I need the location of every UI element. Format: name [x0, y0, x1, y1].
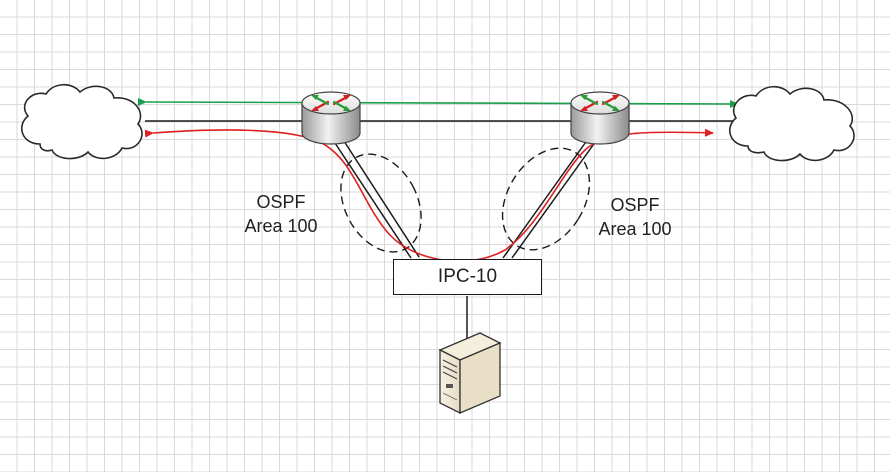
cloud-icon [20, 83, 143, 160]
router-icon [570, 91, 630, 145]
cloud-icon [728, 85, 855, 162]
ospf-area-right-ellipse [501, 147, 591, 251]
ospf-area-label-left: OSPF Area 100 [226, 190, 336, 238]
router-icon [301, 91, 361, 145]
ospf-area-left-ellipse [340, 153, 422, 253]
green-path-arrow [137, 97, 739, 108]
red-path-arrow [144, 128, 714, 262]
server-icon [438, 332, 502, 415]
area-name-text: Area 100 [598, 219, 672, 239]
area-name-text: Area 100 [244, 216, 318, 236]
area-protocol-text: OSPF [256, 192, 306, 212]
ipc-device-box: IPC-10 [393, 259, 542, 295]
ipc-device-label: IPC-10 [437, 266, 498, 287]
left-router-link [332, 137, 420, 259]
area-protocol-text: OSPF [610, 195, 660, 215]
right-router-link [502, 138, 597, 259]
ospf-area-label-right: OSPF Area 100 [580, 193, 690, 241]
